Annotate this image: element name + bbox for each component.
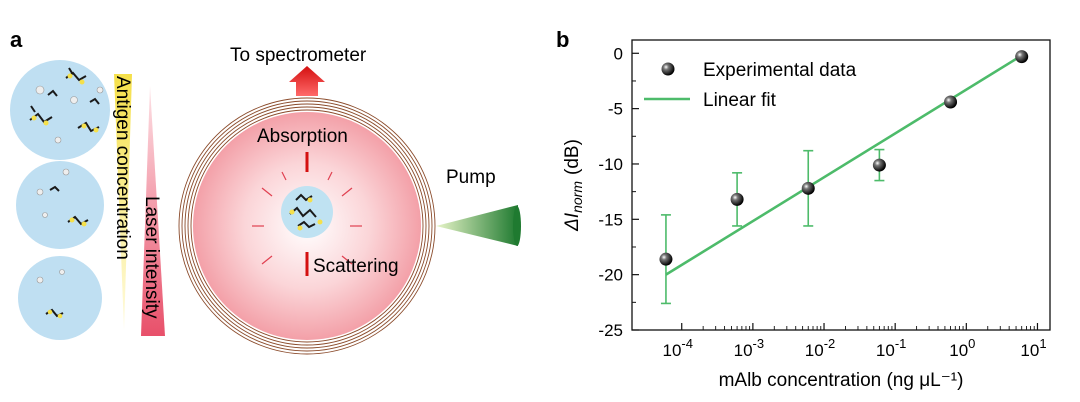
data-point bbox=[1015, 50, 1029, 64]
data-point bbox=[872, 158, 886, 172]
data-series bbox=[659, 50, 1029, 305]
sample-high-concentration bbox=[10, 60, 110, 160]
x-tick-label: 10-1 bbox=[876, 336, 906, 360]
y-tick-label: -10 bbox=[598, 155, 623, 174]
pump-label: Pump bbox=[446, 167, 496, 188]
y-axis-label: ΔInorm(dB) bbox=[562, 139, 585, 232]
x-tick-label: 10-3 bbox=[734, 336, 764, 360]
data-point bbox=[944, 95, 958, 109]
y-axis: 0 -5 -10 -15 -20 -25 bbox=[598, 44, 639, 340]
x-tick-label: 10-4 bbox=[662, 336, 692, 360]
laser-intensity-bar bbox=[141, 86, 165, 336]
y-tick-label: -25 bbox=[598, 321, 623, 340]
absorption-label: Absorption bbox=[257, 126, 348, 147]
y-tick-label: -5 bbox=[608, 100, 623, 119]
antigen-gradient-bar bbox=[114, 74, 132, 330]
x-tick-label: 10-2 bbox=[805, 336, 835, 360]
x-tick-label: 100 bbox=[949, 336, 975, 360]
axis-labels: mAlb concentration (ng μL⁻¹) ΔInorm(dB) bbox=[562, 139, 963, 391]
x-axis-label: mAlb concentration (ng μL⁻¹) bbox=[719, 370, 964, 391]
data-point bbox=[801, 181, 815, 195]
legend-marker-data bbox=[661, 62, 675, 76]
plot-frame bbox=[631, 39, 1051, 331]
pump-beam-end bbox=[513, 206, 521, 246]
laser-intensity-label: Laser intensity bbox=[141, 196, 162, 319]
chart: 0 -5 -10 -15 -20 -25 10-4 10-3 10-2 10-1 100 101 E… bbox=[562, 39, 1051, 391]
scattering-label: Scattering bbox=[313, 256, 399, 277]
antigen-cluster bbox=[281, 186, 333, 238]
to-spectrometer-label: To spectrometer bbox=[230, 45, 367, 66]
panel-b-letter: b bbox=[556, 27, 569, 52]
pump-beam bbox=[436, 205, 518, 246]
y-tick-label: 0 bbox=[614, 44, 623, 63]
panel-a: a bbox=[10, 27, 521, 355]
sample-low-concentration bbox=[18, 256, 102, 340]
fit-series bbox=[665, 54, 1023, 276]
linear-fit-line bbox=[665, 54, 1023, 276]
cavity-rings bbox=[178, 97, 436, 355]
data-point bbox=[659, 252, 673, 266]
panel-a-letter: a bbox=[10, 27, 23, 52]
scatter-rays bbox=[252, 171, 362, 265]
sample-medium-concentration bbox=[16, 161, 104, 249]
x-axis: 10-4 10-3 10-2 10-1 100 101 bbox=[662, 323, 1047, 360]
up-arrow-icon bbox=[289, 66, 325, 96]
data-point bbox=[730, 192, 744, 206]
legend-label-fit: Linear fit bbox=[703, 90, 777, 111]
y-tick-label: -20 bbox=[598, 266, 623, 285]
legend-label-data: Experimental data bbox=[703, 60, 857, 81]
x-tick-label: 101 bbox=[1020, 336, 1046, 360]
antigen-concentration-label: Antigen concentration bbox=[112, 76, 133, 260]
y-tick-label: -15 bbox=[598, 210, 623, 229]
panel-b: b 0 -5 -10 -15 -20 -25 10-4 10-3 10-2 10-1 100 101… bbox=[556, 27, 1051, 391]
